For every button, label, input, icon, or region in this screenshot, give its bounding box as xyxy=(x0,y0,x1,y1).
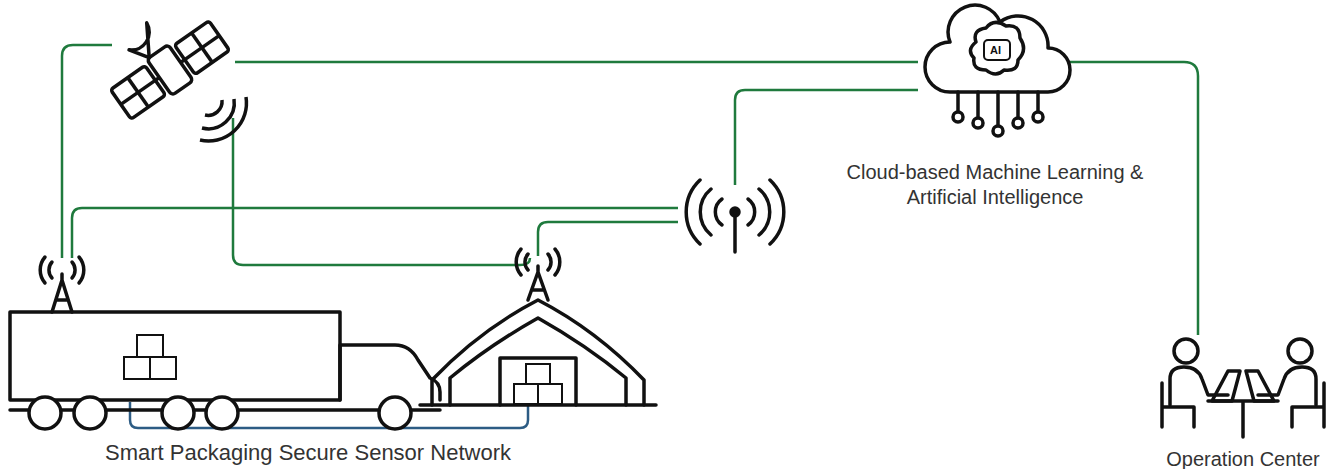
smart-packages-warehouse xyxy=(514,364,562,404)
smart-packages-truck xyxy=(124,335,176,379)
node-icon xyxy=(1148,335,1338,440)
node-caption: Operation Center xyxy=(1138,447,1341,469)
operation-center-node: Operation Center xyxy=(1148,335,1338,440)
warehouse xyxy=(420,249,656,405)
ai-badge: AI xyxy=(983,43,1009,57)
truck xyxy=(10,257,440,429)
satellite xyxy=(91,0,246,141)
network-link xyxy=(1070,62,1198,335)
network-links xyxy=(62,45,918,265)
cloud-ai-node: AICloud-based Machine Learning & Artific… xyxy=(920,0,1071,135)
node-icon xyxy=(920,0,1071,135)
radio-antenna xyxy=(686,180,784,252)
node-caption: Cloud-based Machine Learning & Artificia… xyxy=(825,160,1165,210)
network-label: Smart Packaging Secure Sensor Network xyxy=(105,440,511,466)
